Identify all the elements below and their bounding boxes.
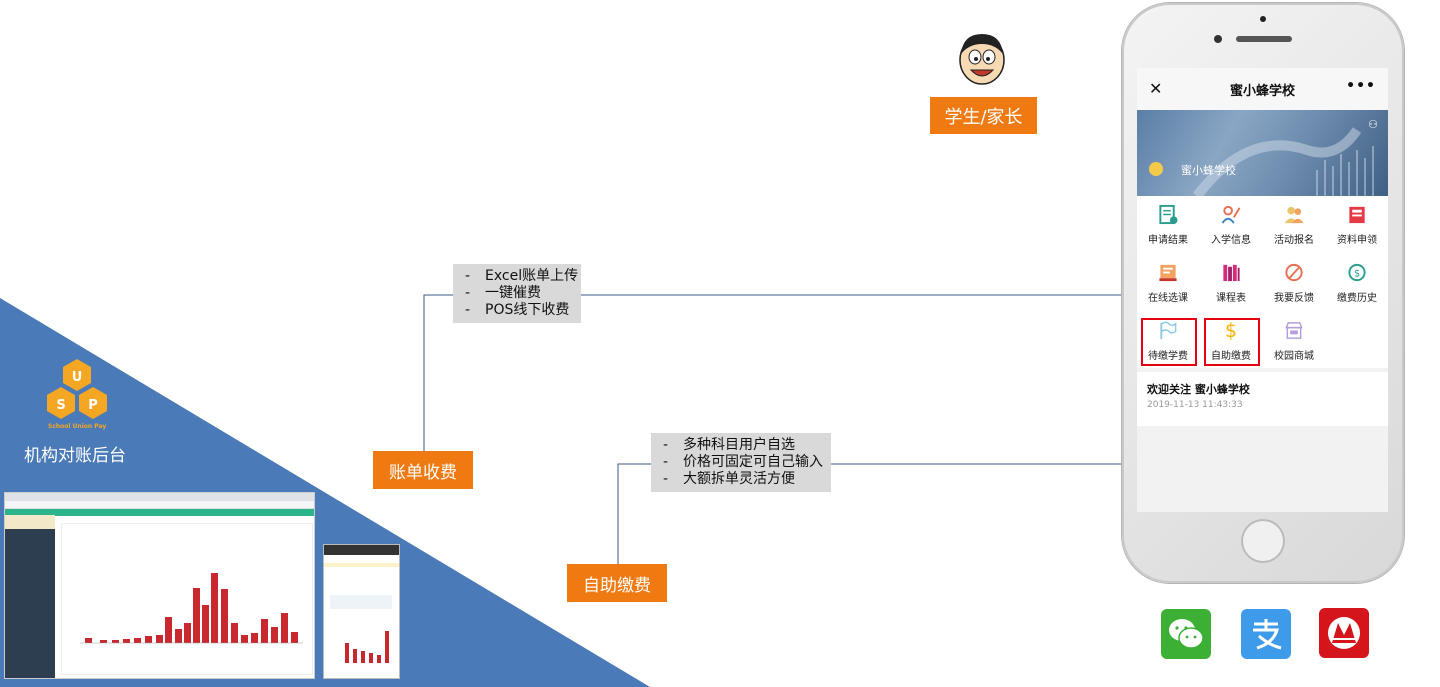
user-icon[interactable]: ⚇ xyxy=(1368,118,1378,131)
grid-item-schedule[interactable]: 课程表 xyxy=(1202,254,1260,304)
course-icon xyxy=(1159,264,1177,282)
org-backend-label: 机构对账后台 xyxy=(24,446,126,466)
phone-screen: ✕ 蜜小蜂学校 ••• ⚇ 蜜小蜂学校 申请结果 xyxy=(1137,68,1388,512)
svg-text:$: $ xyxy=(1225,320,1237,341)
backend-dashboard-thumbnail xyxy=(4,492,315,679)
svg-text:P: P xyxy=(88,398,98,413)
grid-item-apply-result[interactable]: 申请结果 xyxy=(1139,196,1197,246)
books-icon xyxy=(1223,264,1240,282)
phone-home-button[interactable] xyxy=(1241,519,1285,563)
phone-camera-dot xyxy=(1260,16,1266,22)
banner-school-name: 蜜小蜂学校 xyxy=(1181,164,1236,177)
self-pay-features-box: -多种科目用户自选 -价格可固定可自己输入 -大额拆单灵活方便 xyxy=(651,433,831,492)
phone-front-camera xyxy=(1214,35,1222,43)
school-avatar xyxy=(1149,162,1163,176)
grid-item-payment-history[interactable]: $ 缴费历史 xyxy=(1328,254,1386,304)
app-header: ✕ 蜜小蜂学校 ••• xyxy=(1137,68,1388,110)
close-icon[interactable]: ✕ xyxy=(1149,79,1163,98)
bill-collect-box: 账单收费 xyxy=(373,451,473,489)
folder-icon xyxy=(1349,206,1365,224)
grid-item-self-pay[interactable]: $ 自助缴费 xyxy=(1211,320,1251,362)
notice-time: 2019-11-13 11:43:33 xyxy=(1147,400,1243,410)
feather-icon xyxy=(1285,263,1303,282)
student-character-icon xyxy=(959,34,1005,85)
logo-caption: School Union Pay xyxy=(48,423,107,430)
alipay-icon xyxy=(1241,609,1291,659)
svg-text:U: U xyxy=(72,370,83,385)
grid-item-enroll-info[interactable]: 入学信息 xyxy=(1202,196,1260,246)
mobile-app-thumbnail xyxy=(323,544,400,679)
grid-item-campus-shop[interactable]: 校园商城 xyxy=(1265,312,1323,362)
phone-speaker xyxy=(1236,36,1292,42)
welcome-notice[interactable]: 欢迎关注 蜜小蜂学校 2019-11-13 11:43:33 xyxy=(1137,372,1388,426)
grid-item-material-claim[interactable]: 资料申领 xyxy=(1328,196,1386,246)
grid-item-pending-tuition[interactable]: 待缴学费 xyxy=(1139,312,1197,362)
more-icon[interactable]: ••• xyxy=(1346,78,1376,94)
app-title: 蜜小蜂学校 xyxy=(1229,83,1295,99)
grid-item-online-course[interactable]: 在线选课 xyxy=(1139,254,1197,304)
wechat-icon xyxy=(1161,609,1211,659)
function-grid: 申请结果 入学信息 活动报名 资料申领 在线选课 课程表 我要反馈 $ xyxy=(1137,196,1388,368)
svg-text:S: S xyxy=(56,398,65,413)
svg-text:$: $ xyxy=(1354,268,1360,279)
dollar-icon: $ xyxy=(1225,320,1237,341)
shop-icon xyxy=(1285,322,1303,339)
history-icon: $ xyxy=(1348,263,1366,282)
people-icon xyxy=(1284,206,1304,224)
school-union-pay-logo-icon: U S P xyxy=(47,359,107,419)
school-banner: ⚇ 蜜小蜂学校 xyxy=(1137,110,1388,196)
cmb-bank-icon xyxy=(1319,608,1369,658)
pen-person-icon xyxy=(1221,205,1241,224)
grid-item-activity-signup[interactable]: 活动报名 xyxy=(1265,196,1323,246)
highlight-self-pay xyxy=(1204,318,1260,366)
grid-item-feedback[interactable]: 我要反馈 xyxy=(1265,254,1323,304)
bill-features-box: -Excel账单上传 -一键催费 -POS线下收费 xyxy=(453,264,581,323)
self-pay-box: 自助缴费 xyxy=(567,564,667,602)
flag-icon xyxy=(1160,321,1177,340)
doc-check-icon xyxy=(1159,204,1178,225)
student-parent-box: 学生/家长 xyxy=(930,97,1037,134)
highlight-pending-tuition xyxy=(1141,318,1197,366)
notice-title: 欢迎关注 蜜小蜂学校 xyxy=(1147,383,1250,396)
